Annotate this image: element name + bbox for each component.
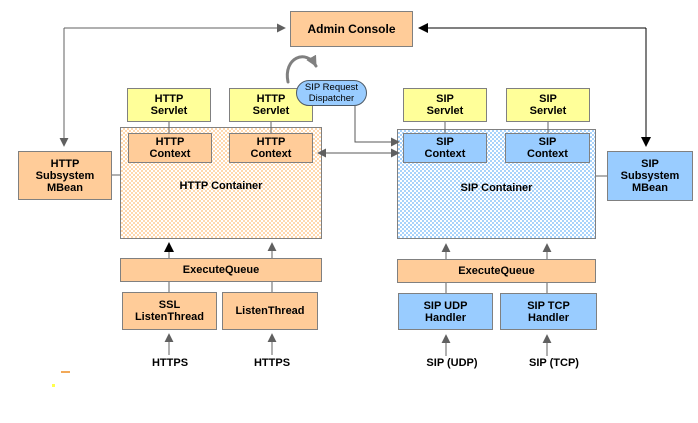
sip-udp-label: SIP (UDP): [426, 357, 478, 369]
execute-queue-http-box: ExecuteQueue: [120, 258, 322, 282]
ssl-listen-thread-box: SSL ListenThread: [122, 292, 217, 330]
sip-udp-handler-box: SIP UDP Handler: [398, 293, 493, 330]
sip-container-label: SIP Container: [460, 182, 533, 194]
http-context-1-box: HTTP Context: [128, 133, 212, 163]
https-label-1: HTTPS: [151, 357, 189, 369]
wire-servlet-to-dispatcher-curve: [285, 54, 318, 84]
http-container-label: HTTP Container: [179, 180, 263, 192]
sip-subsystem-mbean-box: SIP Subsystem MBean: [607, 151, 693, 201]
stray-mark-dash: [61, 371, 70, 373]
stray-mark-dot: [52, 384, 55, 387]
admin-console-box: Admin Console: [290, 11, 413, 47]
http-servlet-1-box: HTTP Servlet: [127, 88, 211, 122]
sip-context-1-box: SIP Context: [403, 133, 487, 163]
sip-context-2-box: SIP Context: [505, 133, 590, 163]
sip-tcp-handler-box: SIP TCP Handler: [500, 293, 597, 330]
sip-request-dispatcher-bubble: SIP Request Dispatcher: [296, 80, 367, 106]
https-label-2: HTTPS: [253, 357, 291, 369]
sip-servlet-2-box: SIP Servlet: [506, 88, 590, 122]
http-servlet-2-box: HTTP Servlet: [229, 88, 313, 122]
execute-queue-sip-box: ExecuteQueue: [397, 259, 596, 283]
http-context-2-box: HTTP Context: [229, 133, 313, 163]
listen-thread-box: ListenThread: [222, 292, 318, 330]
sip-tcp-label: SIP (TCP): [529, 357, 579, 369]
sip-servlet-1-box: SIP Servlet: [403, 88, 487, 122]
wire-dispatcher-to-sip-context: [354, 106, 400, 147]
http-subsystem-mbean-box: HTTP Subsystem MBean: [18, 151, 112, 200]
